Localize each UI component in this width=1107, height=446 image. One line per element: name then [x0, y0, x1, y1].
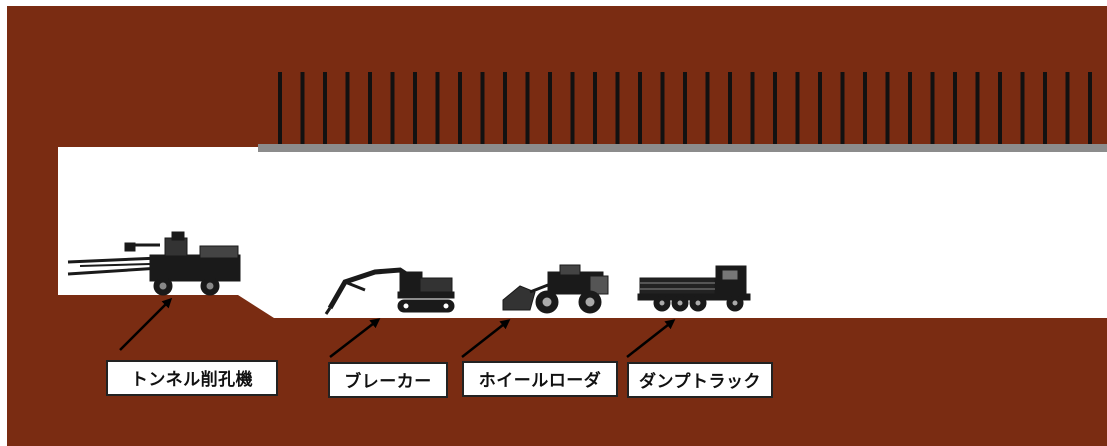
- label-wheel-loader: ホイールローダ: [462, 361, 618, 397]
- tunnel-cavity: [58, 147, 1107, 318]
- label-breaker: ブレーカー: [328, 362, 448, 398]
- breaker-excavator-icon: [324, 267, 455, 315]
- arrow-drill-jumbo: [119, 297, 173, 351]
- arrow-wheel-loader: [461, 319, 511, 358]
- dump-truck-icon: [637, 265, 751, 312]
- arrow-dump-truck: [626, 319, 676, 358]
- drill-jumbo-icon: [67, 231, 241, 296]
- tunnel-lining: [258, 144, 1107, 152]
- label-drill-jumbo: トンネル削孔機: [106, 360, 278, 396]
- arrow-breaker: [329, 318, 381, 358]
- label-dump-truck: ダンプトラック: [627, 362, 773, 398]
- wheel-loader-icon: [502, 264, 609, 314]
- rock-bolts: [278, 72, 1092, 144]
